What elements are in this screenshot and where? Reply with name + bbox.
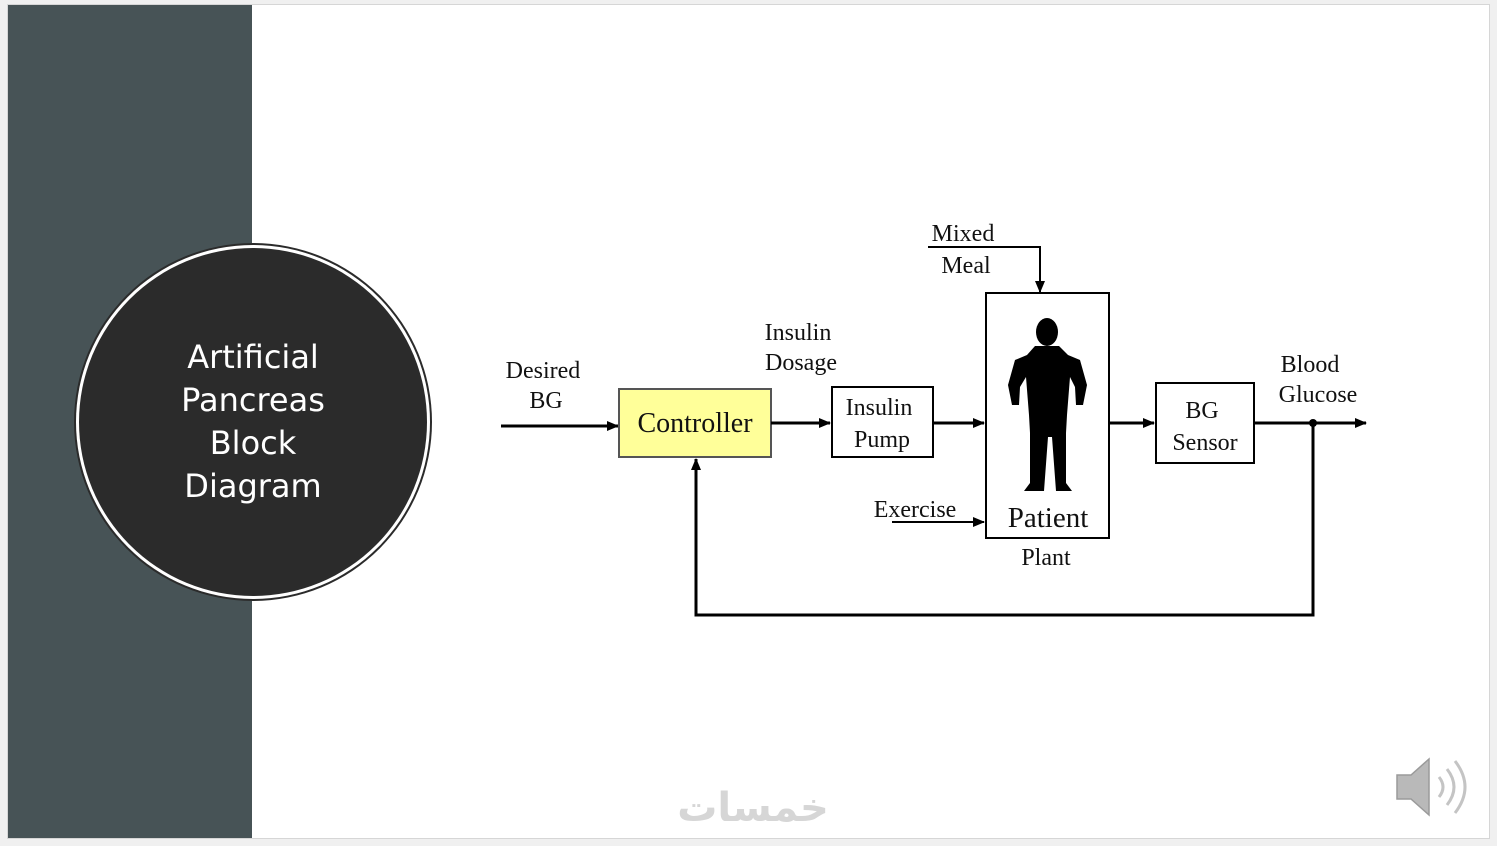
label-line: Mixed xyxy=(932,221,995,247)
label-line: Desired xyxy=(506,358,581,384)
blood-glucose-label: Blood Glucose xyxy=(1279,352,1358,408)
bg-sensor-block[interactable] xyxy=(1155,382,1255,464)
label-line: Meal xyxy=(941,253,991,279)
insulin-pump-block[interactable] xyxy=(831,386,934,458)
slide: Artificial Pancreas Block Diagram Desire… xyxy=(8,5,1489,838)
title-line: Block xyxy=(209,424,297,462)
title-line: Diagram xyxy=(184,467,322,505)
person-silhouette-icon xyxy=(1008,318,1087,491)
watermark: خمسات xyxy=(677,785,829,831)
label-line: BG xyxy=(1185,398,1218,424)
insulin-pump-label: Insulin Pump xyxy=(846,395,919,453)
block-diagram: Desired BG Controller Insulin Dosage Ins… xyxy=(501,221,1367,617)
label-line: Insulin xyxy=(846,395,913,421)
plant-label: Plant xyxy=(1021,545,1071,571)
label-line: Sensor xyxy=(1172,430,1237,456)
slide-title: Artificial Pancreas Block Diagram xyxy=(143,336,363,508)
label-line: BG xyxy=(529,388,562,414)
controller-label: Controller xyxy=(637,408,753,439)
patient-label: Patient xyxy=(1008,502,1089,534)
label-line: Glucose xyxy=(1279,382,1358,408)
title-line: Pancreas xyxy=(181,381,325,419)
title-circle: Artificial Pancreas Block Diagram xyxy=(79,248,427,596)
feedback-line xyxy=(691,423,1315,617)
controller-block[interactable] xyxy=(618,388,772,458)
label-line: Blood xyxy=(1281,352,1340,378)
speaker-icon[interactable] xyxy=(1393,747,1473,827)
bg-sensor-label: BG Sensor xyxy=(1172,398,1237,456)
title-line: Artificial xyxy=(187,338,319,376)
mixed-meal-label: Mixed Meal xyxy=(932,221,1001,279)
label-line: Insulin xyxy=(765,320,832,346)
insulin-dosage-label: Insulin Dosage xyxy=(765,320,838,376)
label-line: Dosage xyxy=(765,350,837,376)
desired-bg-label: Desired BG xyxy=(506,358,587,414)
exercise-label: Exercise xyxy=(874,497,957,523)
meal-arrow xyxy=(928,246,1045,293)
label-line: Pump xyxy=(854,427,910,453)
